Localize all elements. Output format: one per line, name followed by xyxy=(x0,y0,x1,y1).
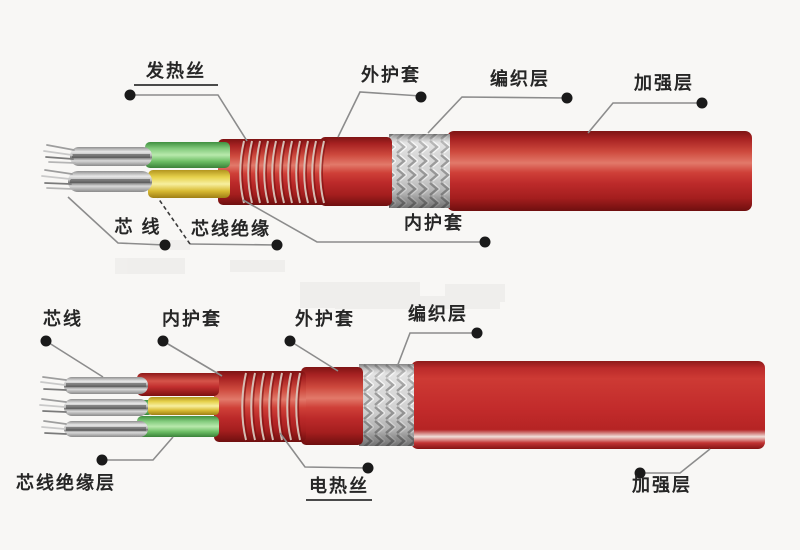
bottom-heating-wire-section xyxy=(214,371,306,442)
bottom-core-insulation-yellow xyxy=(148,397,219,415)
label-top-outer-sheath: 外护套 xyxy=(361,65,421,85)
bottom-core-wires xyxy=(39,376,148,437)
label-top-core-insulation: 芯线绝缘 xyxy=(191,219,271,239)
label-top-reinforced-layer: 加强层 xyxy=(634,73,694,93)
top-cable-callouts xyxy=(67,91,702,246)
bottom-core-insulation-green xyxy=(137,416,219,437)
top-core-insulation-yellow xyxy=(148,170,230,198)
watermark xyxy=(115,240,505,309)
label-bottom-core-wire: 芯线 xyxy=(43,309,83,329)
top-braid-layer xyxy=(389,134,450,208)
bottom-outer-sheath xyxy=(301,367,363,445)
label-bottom-heating-wire: 电热丝 xyxy=(306,476,372,501)
top-outer-sheath xyxy=(320,137,392,206)
top-core-wires xyxy=(41,144,152,192)
bottom-cable xyxy=(39,361,765,449)
bottom-cable-callouts xyxy=(45,332,711,474)
label-top-inner-sheath: 内护套 xyxy=(404,213,464,233)
top-reinforced-layer xyxy=(447,131,752,211)
top-core-insulation-green xyxy=(145,142,230,168)
bottom-braid-layer xyxy=(359,364,414,446)
label-top-heating-wire: 发热丝 xyxy=(134,61,218,86)
bottom-reinforced-layer xyxy=(411,361,765,449)
bottom-core-insulation-red xyxy=(137,373,219,396)
bottom-callout-dots xyxy=(40,327,646,479)
label-top-braid-layer: 编织层 xyxy=(490,69,550,89)
label-bottom-core-insulation-layer: 芯线绝缘层 xyxy=(16,473,116,493)
label-bottom-inner-sheath: 内护套 xyxy=(162,309,222,329)
top-callout-dots xyxy=(124,89,708,251)
top-cable xyxy=(41,131,752,211)
label-top-core-wire: 芯 线 xyxy=(114,217,162,237)
label-bottom-reinforced-layer: 加强层 xyxy=(632,475,692,495)
label-bottom-outer-sheath: 外护套 xyxy=(295,309,355,329)
label-bottom-braid-layer: 编织层 xyxy=(408,304,468,324)
top-heating-wire-section xyxy=(218,139,330,205)
